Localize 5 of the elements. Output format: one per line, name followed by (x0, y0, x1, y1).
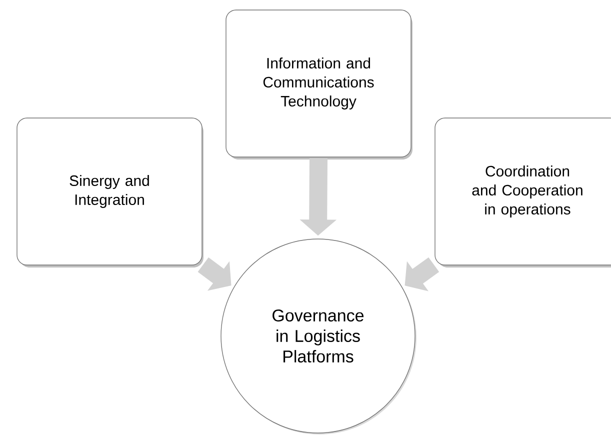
block-arrow (404, 257, 440, 292)
rounded-box: Coordination and Cooperation in operations (434, 118, 611, 268)
rounded-box: Sinergy and Integration (16, 118, 204, 268)
rounded-box: Information and Communications Technology (226, 10, 412, 160)
circle-node: Governance in Logistics Platforms (220, 238, 416, 434)
